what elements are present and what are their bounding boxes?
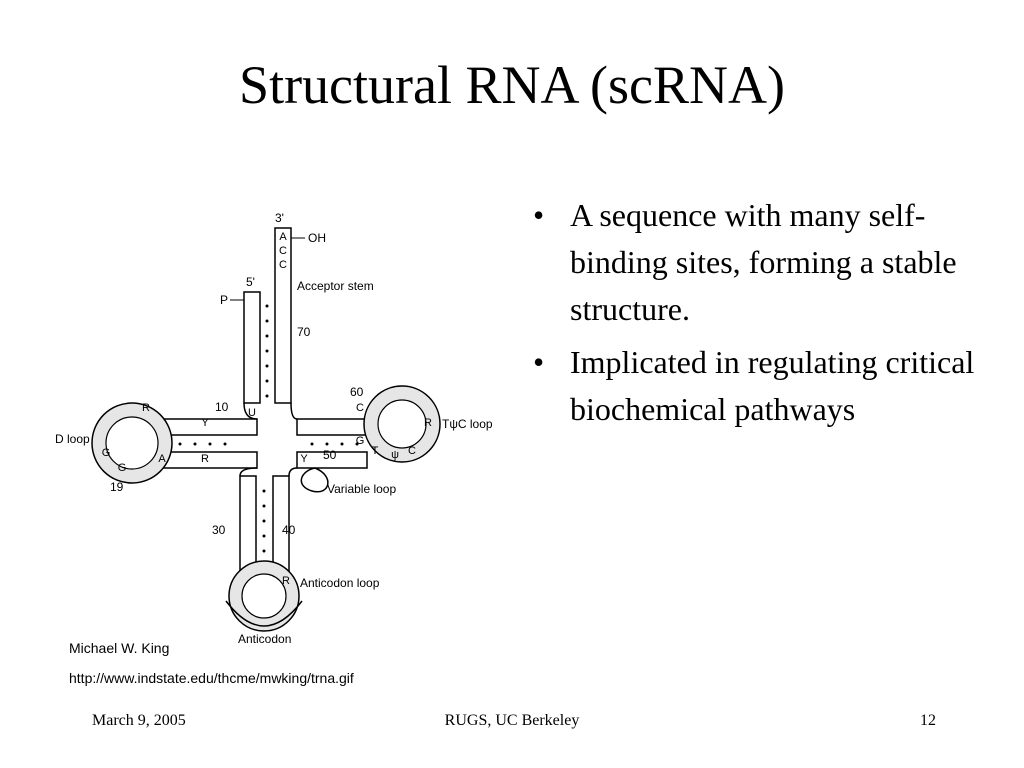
acceptor-strand-5prime xyxy=(243,291,261,404)
base-label: C xyxy=(279,259,287,271)
figure-source-url: http://www.indstate.edu/thcme/mwking/trn… xyxy=(69,670,354,686)
bullet-list: A sequence with many self-binding sites,… xyxy=(533,192,993,439)
base-label: C xyxy=(279,245,287,257)
base-label: R xyxy=(142,402,150,414)
base-label: C xyxy=(356,402,364,414)
oh-label: OH xyxy=(308,231,326,245)
five-prime-label: 5' xyxy=(246,275,255,289)
trna-cloverleaf-diagram: A C C R Y G G A R U C R G T ψ C Y R 3' O… xyxy=(55,211,493,646)
d-arm-top-strand xyxy=(161,418,258,436)
slide-title: Structural RNA (scRNA) xyxy=(239,55,785,115)
footer-date: March 9, 2005 xyxy=(92,712,186,729)
junction-curve xyxy=(288,467,298,477)
base-label: Y xyxy=(201,417,209,429)
position-number: 70 xyxy=(297,325,311,339)
d-loop-inner xyxy=(105,416,159,470)
variable-loop-label: Variable loop xyxy=(327,482,396,496)
position-number: 60 xyxy=(350,385,364,399)
base-label: G xyxy=(118,462,127,474)
bullet-item: A sequence with many self-binding sites,… xyxy=(533,192,993,333)
variable-loop-shape xyxy=(300,467,329,493)
junction-curve xyxy=(239,467,258,477)
anticodon-strand-left xyxy=(239,475,257,572)
position-number: 19 xyxy=(110,480,124,494)
figure-author-caption: Michael W. King xyxy=(69,640,170,656)
anticodon-bracket xyxy=(225,600,303,627)
phosphate-label: P xyxy=(220,293,228,307)
t-arm-bottom-strand xyxy=(296,451,368,469)
junction-curve xyxy=(290,402,298,420)
base-label: R xyxy=(282,575,290,587)
position-number: 30 xyxy=(212,523,226,537)
anticodon-loop-label: Anticodon loop xyxy=(300,576,380,590)
anticodon-label: Anticodon xyxy=(238,632,291,646)
acceptor-strand-3prime xyxy=(274,227,292,404)
three-prime-label: 3' xyxy=(275,211,284,225)
base-label: A xyxy=(279,231,287,243)
tpsic-loop-inner xyxy=(377,399,427,449)
base-label: G xyxy=(102,447,111,459)
tpsic-loop-label: TψC loop xyxy=(442,417,493,431)
base-label: Y xyxy=(300,453,308,465)
footer-venue: RUGS, UC Berkeley xyxy=(444,712,580,729)
base-label: R xyxy=(201,453,209,465)
base-label: U xyxy=(248,407,256,419)
base-label: T xyxy=(372,445,379,457)
position-number: 50 xyxy=(323,448,337,462)
acceptor-stem-label: Acceptor stem xyxy=(297,279,374,293)
base-label: C xyxy=(408,445,416,457)
base-label: A xyxy=(158,453,166,465)
d-loop-label: D loop xyxy=(55,432,90,446)
position-number: 40 xyxy=(282,523,296,537)
base-label: G xyxy=(356,435,365,447)
position-number: 10 xyxy=(215,400,229,414)
d-arm-bottom-strand xyxy=(161,451,258,469)
footer-page-number: 12 xyxy=(920,712,936,729)
base-label: ψ xyxy=(391,449,399,461)
junction-curve xyxy=(243,402,258,420)
base-label: R xyxy=(424,417,432,429)
anticodon-loop-inner xyxy=(241,573,287,619)
bullet-item: Implicated in regulating critical bioche… xyxy=(533,339,993,433)
